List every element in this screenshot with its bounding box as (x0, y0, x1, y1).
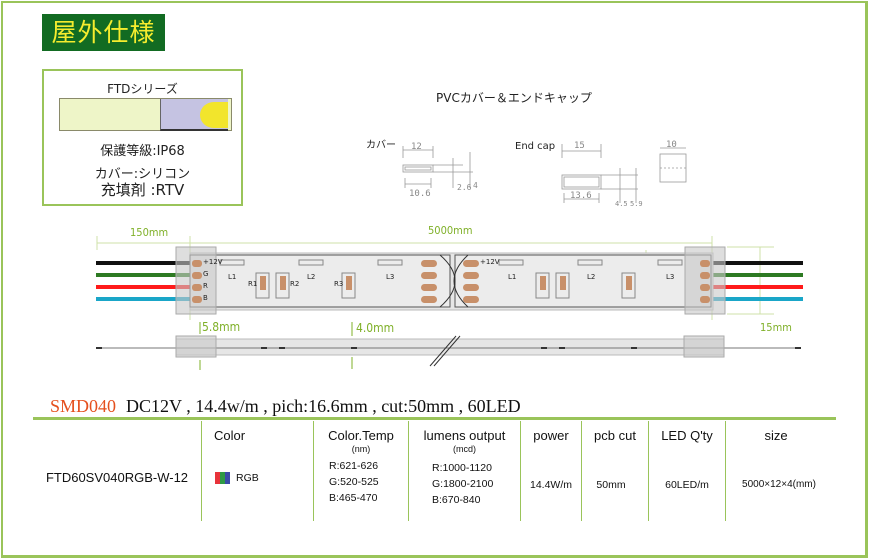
lumens-g: G:1800-2100 (432, 478, 494, 490)
table-divider (201, 421, 202, 521)
strip-thickness-label: 4.0mm (356, 321, 395, 335)
header-color-temp-unit: (nm) (351, 444, 371, 454)
section-divider (33, 417, 836, 420)
strip-length-label: 5000mm (428, 224, 473, 237)
led-label-l3: L3 (386, 273, 395, 281)
endcap-dimension-drawing: 15 13.6 4.5 5.9 10 (561, 140, 687, 208)
protection-rating: 保護等級:IP68 (100, 144, 185, 159)
pin-label-b-left: B (203, 294, 208, 302)
table-divider (725, 421, 726, 521)
table-divider (313, 421, 314, 521)
spec-summary: SMD040 DC12V , 14.4w/m , pich:16.6mm , cu… (50, 396, 521, 417)
strip-section-inner (160, 99, 228, 131)
series-info-box: FTDシリーズ 保護等級:IP68 カバー:シリコン 充填剤 :RTV (42, 69, 243, 206)
led-label-l2: L2 (307, 273, 316, 281)
table-divider (648, 421, 649, 521)
cover-inner-height: 2.6 (457, 183, 472, 192)
header-color-temp: Color.Temp (328, 428, 394, 443)
header-lumens-unit: (mcd) (453, 444, 476, 454)
lumens-r: R:1000-1120 (432, 462, 492, 474)
header-color: Color (214, 428, 246, 443)
color-value: RGB (236, 472, 259, 484)
rgb-color-icon (215, 472, 230, 484)
led-label-l1-right: L1 (508, 273, 517, 281)
resistor-label-r2: R2 (290, 280, 300, 288)
color-temp-r: R:621-626 (329, 460, 379, 472)
table-divider (408, 421, 409, 521)
cover-outer-height: 4 (473, 181, 478, 190)
page-title: 屋外仕様 (42, 14, 165, 51)
endcap-depth: 10 (666, 140, 677, 150)
strip-drawing (96, 236, 803, 370)
resistor-label-r3: R3 (334, 280, 344, 288)
led-glyph-icon (200, 102, 228, 128)
cover-material: カバー:シリコン (94, 167, 191, 182)
spec-summary-text: DC12V , 14.4w/m , pich:16.6mm , cut:50mm… (126, 396, 521, 416)
part-number: FTD60SV040RGB-W-12 (45, 470, 189, 485)
power-value: 14.4W/m (529, 479, 572, 491)
header-size: size (764, 428, 788, 443)
endcap-outer-height: 5.9 (630, 200, 643, 208)
cover-inner-width: 10.6 (409, 189, 431, 199)
led-label-l1: L1 (228, 273, 237, 281)
endcap-inner-height: 4.5 (615, 200, 628, 208)
pin-label-12v-left: +12V (203, 258, 223, 266)
led-qty-value: 60LED/m (665, 479, 709, 491)
endcap-outer-width: 15 (574, 141, 585, 151)
led-label-l2-right: L2 (587, 273, 596, 281)
connector-height-label: 5.8mm (202, 320, 241, 334)
table-divider (520, 421, 521, 521)
pin-label-12v-mid: +12V (480, 258, 500, 266)
color-temp-g: G:520-525 (329, 476, 379, 488)
model-code: SMD040 (50, 396, 117, 416)
size-value: 5000×12×4(mm) (742, 479, 816, 490)
cover-outer-width: 12 (411, 142, 422, 152)
pcb-cut-value: 50mm (596, 479, 626, 491)
header-lumens: lumens output (423, 428, 506, 443)
cover-dimension-drawing: 12 10.6 2.6 4 (402, 142, 478, 199)
color-temp-b: B:465-470 (329, 492, 378, 504)
header-pcb-cut: pcb cut (594, 428, 636, 443)
header-led-qty: LED Q'ty (661, 428, 713, 443)
lumens-b: B:670-840 (432, 494, 481, 506)
cover-label: カバー (366, 140, 396, 151)
series-title: FTDシリーズ (107, 82, 178, 96)
table-divider (581, 421, 582, 521)
pin-label-r-left: R (203, 282, 208, 290)
right-lead-length-label: 15mm (760, 321, 792, 334)
endcap-label: End cap (515, 141, 556, 152)
lead-length-label: 150mm (130, 226, 169, 239)
resistor-label-r1: R1 (248, 280, 258, 288)
header-power: power (533, 428, 569, 443)
pvc-section-title: PVCカバー＆エンドキャップ (436, 91, 592, 105)
endcap-inner-width: 13.6 (570, 191, 592, 201)
pin-label-g-left: G (203, 270, 209, 278)
filler-material: 充填剤 :RTV (100, 181, 185, 199)
strip-cross-section-swatch (59, 98, 232, 131)
led-label-l3-right: L3 (666, 273, 675, 281)
